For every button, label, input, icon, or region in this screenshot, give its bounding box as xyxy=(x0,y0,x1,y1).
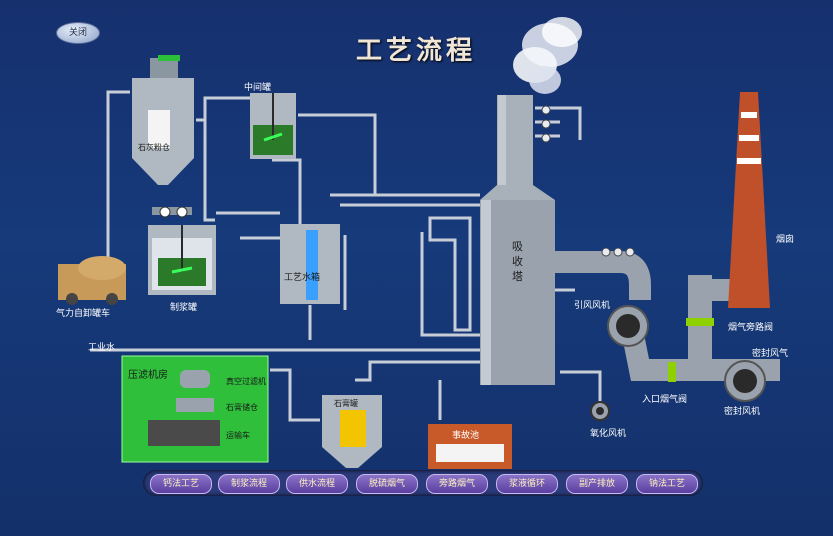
nav-sodium-process[interactable]: 钠法工艺 xyxy=(636,474,698,494)
pipe-silo-middle-line xyxy=(203,120,215,222)
pipe-loop2 xyxy=(420,232,480,337)
label-inlet-flue-damper: 入口烟气阀 xyxy=(642,395,688,405)
label-gypsum-silo: 石膏储仓 xyxy=(226,403,258,412)
chimney xyxy=(728,92,770,308)
pipe-loop1 xyxy=(428,216,472,332)
label-middle-tank: 中间罐 xyxy=(244,83,272,93)
absorber-tower xyxy=(480,95,555,385)
pipe-ox-fan xyxy=(560,370,602,405)
label-industrial-water: 工业水 xyxy=(88,343,116,353)
nav-calcium-process[interactable]: 钙法工艺 xyxy=(150,474,212,494)
truck-icon xyxy=(58,256,126,305)
slurry-tank xyxy=(148,225,216,295)
pipe-gypsum-up xyxy=(355,360,480,382)
nav-desulfurization-flue[interactable]: 脱硫烟气 xyxy=(356,474,418,494)
label-absorber-2: 收 xyxy=(512,255,523,268)
lime-silo xyxy=(132,55,194,218)
label-id-fan: 引风风机 xyxy=(574,301,611,311)
pipe-middle-to-water xyxy=(272,158,302,225)
label-absorber-3: 塔 xyxy=(512,270,523,283)
pipe-silo-to-middle xyxy=(196,96,250,122)
nav-bypass-flue[interactable]: 旁路烟气 xyxy=(426,474,488,494)
page-title: 工艺流程 xyxy=(356,36,477,66)
gauge-icons xyxy=(541,105,635,257)
accident-tank xyxy=(428,424,512,469)
label-transport-truck: 运输车 xyxy=(226,431,250,440)
label-slurry-tank: 制浆罐 xyxy=(170,303,198,313)
label-process-water-tank: 工艺水箱 xyxy=(284,273,321,283)
label-lime-silo: 石灰粉仓 xyxy=(138,143,170,152)
seal-fan-icon xyxy=(724,360,766,402)
label-filter-room: 压滤机房 xyxy=(128,370,168,381)
middle-tank xyxy=(250,93,296,159)
pipe-truck-to-silo xyxy=(106,90,130,258)
label-absorber-1: 吸 xyxy=(512,240,523,253)
label-vacuum-filter: 真空过滤机 xyxy=(226,377,266,386)
pipe-network xyxy=(90,90,602,422)
label-truck: 气力自卸罐车 xyxy=(56,309,111,319)
oxidation-fan-icon xyxy=(590,401,610,421)
close-button[interactable]: 关闭 xyxy=(56,22,100,44)
pipe-to-filter xyxy=(270,368,320,422)
process-water-tank xyxy=(280,224,340,304)
label-oxidation-fan: 氧化风机 xyxy=(590,429,627,439)
pipe-middle-right xyxy=(298,113,377,195)
nav-slurry-circulation[interactable]: 浆液循环 xyxy=(496,474,558,494)
label-chimney: 烟囱 xyxy=(776,235,795,245)
id-fan-icon xyxy=(607,305,649,347)
nav-water-supply[interactable]: 供水流程 xyxy=(286,474,348,494)
nav-byproduct-discharge[interactable]: 副产排放 xyxy=(566,474,628,494)
steam-cloud xyxy=(513,17,582,94)
gypsum-tank xyxy=(322,395,382,468)
label-seal-air: 密封风气 xyxy=(752,349,789,359)
label-seal-fan: 密封风机 xyxy=(724,407,761,417)
filter-room xyxy=(121,355,269,463)
label-accident-tank: 事故池 xyxy=(452,431,480,441)
label-flue-bypass-damper: 烟气旁路阀 xyxy=(728,323,774,333)
label-gypsum-tank: 石膏罐 xyxy=(334,399,358,408)
nav-slurry-flow[interactable]: 制浆流程 xyxy=(218,474,280,494)
